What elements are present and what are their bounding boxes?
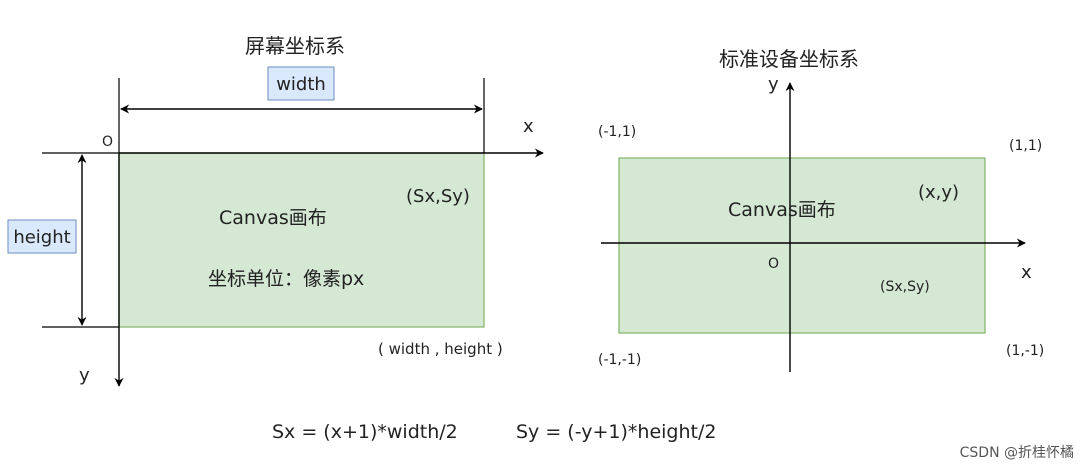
ndc-origin-label: O bbox=[768, 256, 779, 272]
ndc-bottom-right-label: (1,-1) bbox=[1006, 343, 1044, 359]
screen-point-label: (Sx,Sy) bbox=[406, 186, 470, 207]
screen-y-axis-label: y bbox=[79, 365, 90, 386]
formula-sx: Sx = (x+1)*width/2 bbox=[272, 421, 458, 443]
ndc-bottom-left-label: (-1,-1) bbox=[598, 352, 641, 368]
ndc-canvas-rect bbox=[618, 157, 986, 334]
width-label-box bbox=[267, 66, 335, 101]
height-label-box bbox=[7, 219, 77, 254]
ndc-coordinate-panel: 标准设备坐标系 y x O (-1,1) (1,1) (-1,-1) (1,-1… bbox=[598, 47, 1044, 372]
screen-canvas-rect bbox=[118, 152, 485, 328]
conversion-formula: Sx = (x+1)*width/2 Sy = (-y+1)*height/2 bbox=[272, 421, 716, 443]
ndc-point-label: (x,y) bbox=[918, 182, 959, 203]
formula-sy: Sy = (-y+1)*height/2 bbox=[516, 421, 716, 443]
ndc-screen-point-label: (Sx,Sy) bbox=[880, 279, 930, 295]
screen-canvas-label: Canvas画布 bbox=[219, 207, 327, 229]
ndc-top-left-label: (-1,1) bbox=[598, 124, 636, 140]
screen-coordinate-panel: 屏幕坐标系 width height O x y Canvas画布 坐标单位：像… bbox=[7, 34, 544, 387]
width-label: width bbox=[276, 74, 326, 95]
ndc-canvas-label: Canvas画布 bbox=[728, 199, 836, 221]
screen-coordinate-title: 屏幕坐标系 bbox=[245, 34, 345, 58]
height-label: height bbox=[13, 227, 70, 248]
screen-x-axis-label: x bbox=[523, 116, 534, 137]
ndc-x-axis-label: x bbox=[1021, 262, 1032, 283]
ndc-coordinate-title: 标准设备坐标系 bbox=[719, 47, 859, 71]
csdn-watermark: CSDN @折桂怀橘 bbox=[960, 445, 1074, 461]
screen-corner-label: ( width , height ) bbox=[378, 340, 503, 358]
ndc-top-right-label: (1,1) bbox=[1009, 138, 1042, 154]
screen-unit-label: 坐标单位：像素px bbox=[208, 268, 364, 290]
ndc-y-axis-label: y bbox=[768, 74, 779, 95]
screen-origin-label: O bbox=[102, 134, 113, 150]
